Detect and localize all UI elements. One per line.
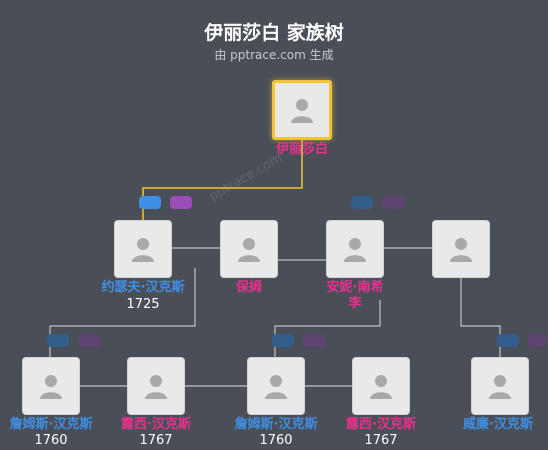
person-year-james2: 1760: [259, 433, 293, 448]
person-avatar-icon: [238, 238, 260, 262]
person-name-james2: 詹姆斯·汉克斯: [234, 417, 318, 432]
person-avatar-icon: [132, 238, 154, 262]
person-card-elizabeth[interactable]: [272, 80, 332, 140]
expand-father-button-joseph[interactable]: [139, 196, 161, 209]
person-card-joseph[interactable]: [115, 221, 171, 277]
person-card-james1[interactable]: [23, 358, 79, 414]
person-name-james1: 詹姆斯·汉克斯: [9, 417, 93, 432]
expand-father-button-william[interactable]: [497, 334, 519, 347]
person-card-william[interactable]: [472, 358, 528, 414]
person-name-elizabeth: 伊丽莎白: [275, 142, 328, 157]
person-name-lucy1: 露西·汉克斯: [121, 417, 191, 432]
person-year-lucy2: 1767: [364, 433, 398, 448]
person-name-annie-line2: 李: [348, 296, 362, 311]
expand-mother-button-william[interactable]: [528, 334, 546, 347]
person-avatar-icon: [370, 375, 392, 399]
expand-mother-button-annie[interactable]: [382, 196, 404, 209]
person-avatar-icon: [291, 99, 313, 123]
person-card-annie[interactable]: [327, 221, 383, 277]
person-avatar-icon: [344, 238, 366, 262]
parent-line-unknown: [460, 276, 501, 360]
expand-father-button-james1[interactable]: [47, 334, 69, 347]
person-avatar-icon: [489, 375, 511, 399]
person-avatar-icon: [40, 375, 62, 399]
expand-father-button-annie[interactable]: [351, 196, 373, 209]
expand-mother-button-james2[interactable]: [303, 334, 325, 347]
person-card-james2[interactable]: [248, 358, 304, 414]
person-year-joseph: 1725: [126, 297, 160, 312]
person-name-joseph: 约瑟夫·汉克斯: [101, 280, 185, 295]
page-subtitle: 由 pptrace.com 生成: [214, 48, 334, 62]
person-name-lucy2: 露西·汉克斯: [346, 417, 416, 432]
person-avatar-icon: [265, 375, 287, 399]
expand-mother-button-james1[interactable]: [78, 334, 100, 347]
person-avatar-icon: [145, 375, 167, 399]
page-title: 伊丽莎白 家族树: [204, 22, 344, 44]
person-card-lucy1[interactable]: [128, 358, 184, 414]
person-name-annie-line1: 安妮·南希: [326, 280, 384, 295]
expand-mother-button-joseph[interactable]: [170, 196, 192, 209]
person-card-lucy2[interactable]: [353, 358, 409, 414]
person-avatar-icon: [450, 238, 472, 262]
person-card-unknown[interactable]: [433, 221, 489, 277]
person-year-james1: 1760: [34, 433, 68, 448]
expand-father-button-james2[interactable]: [272, 334, 294, 347]
person-name-william: 威廉·汉克斯: [463, 417, 533, 432]
person-year-lucy1: 1767: [139, 433, 173, 448]
person-name-nanny: 保姆: [235, 280, 262, 295]
person-card-nanny[interactable]: [221, 221, 277, 277]
